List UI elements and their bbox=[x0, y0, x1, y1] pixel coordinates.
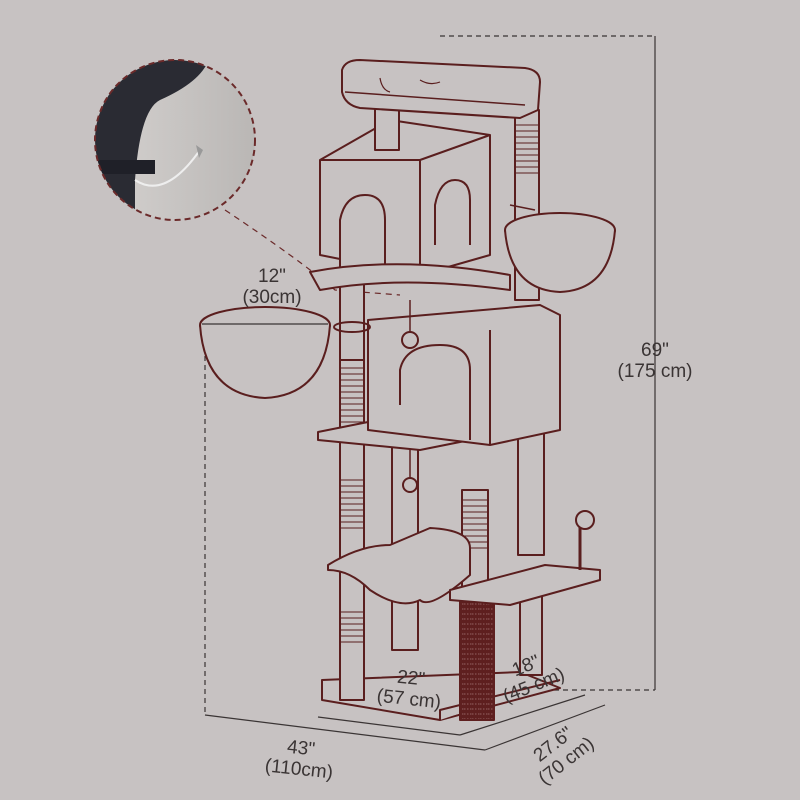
dimension-lines bbox=[204, 35, 656, 751]
total-height-label: 69" (175 cm) bbox=[610, 340, 700, 382]
basket-diameter-label: 12" (30cm) bbox=[232, 266, 312, 308]
sisal-scratching-post bbox=[459, 597, 495, 721]
basket-closeup-inset bbox=[94, 59, 256, 221]
basket-diameter-imperial: 12" bbox=[258, 266, 286, 287]
total-height-imperial: 69" bbox=[641, 340, 669, 361]
total-height-metric: (175 cm) bbox=[617, 361, 693, 382]
basket-diameter-metric: (30cm) bbox=[242, 287, 302, 308]
cat-tree bbox=[199, 59, 616, 721]
overall-width-label: 43" (110cm) bbox=[258, 734, 342, 784]
